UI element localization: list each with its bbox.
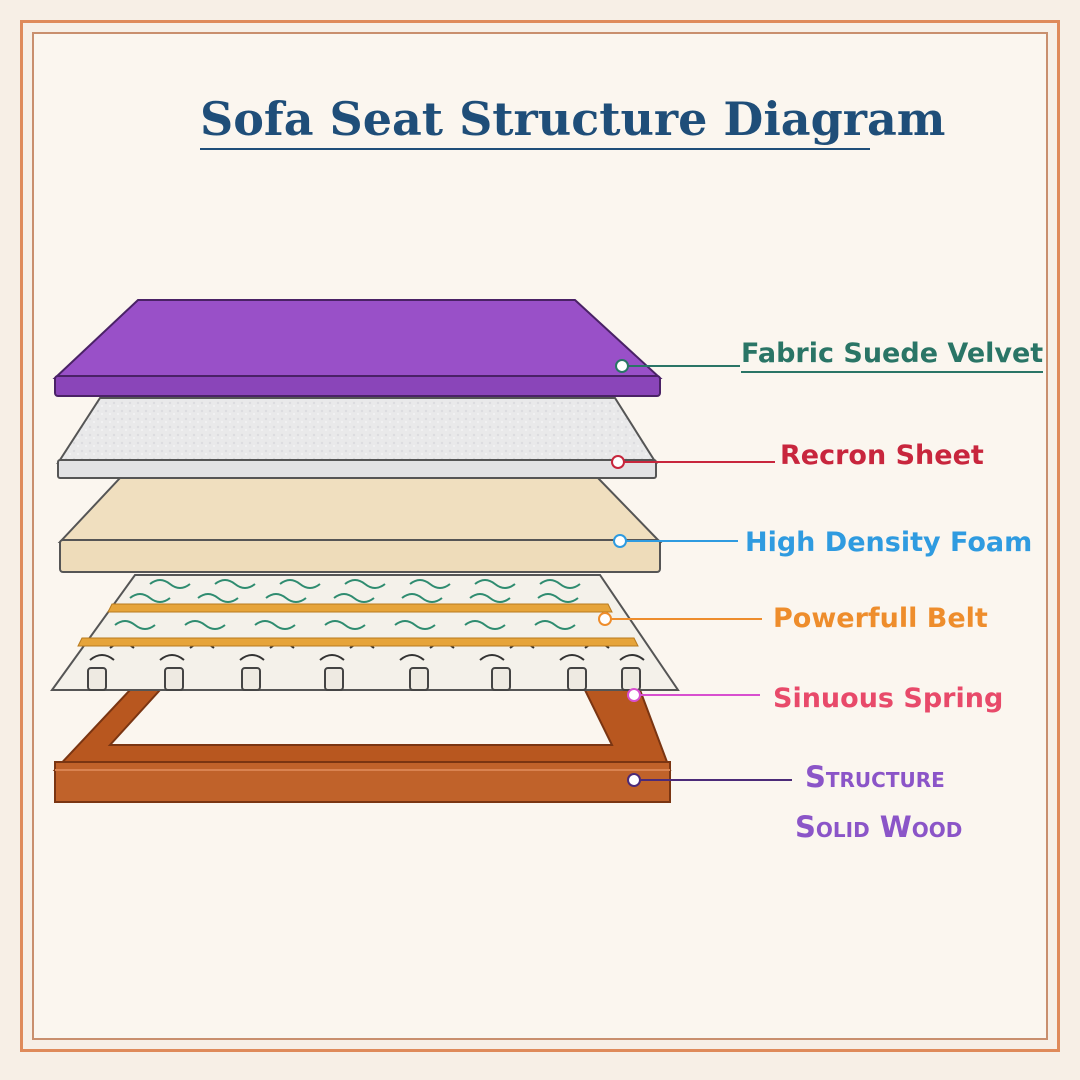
- label-structure: Structure: [805, 760, 945, 794]
- leader-spring: [627, 688, 760, 702]
- spring-layer: [50, 574, 680, 691]
- leader-foam: [613, 534, 738, 548]
- outer-frame: [20, 20, 1060, 1052]
- diagram-title: Sofa Seat Structure Diagram: [200, 92, 946, 146]
- label-powerfull-belt: Powerfull Belt: [773, 603, 988, 634]
- leader-wood: [627, 773, 792, 787]
- label-fabric-suede-velvet: Fabric Suede Velvet: [741, 338, 1044, 373]
- wood-frame: [52, 689, 672, 803]
- title-underline: [200, 148, 870, 150]
- leader-belt: [598, 612, 762, 626]
- leader-recron: [611, 455, 775, 469]
- label-solid-wood: Solid Wood: [795, 810, 963, 844]
- label-high-density-foam: High Density Foam: [745, 527, 1033, 558]
- leader-fabric: [615, 359, 740, 373]
- foam-layer: [57, 477, 663, 573]
- label-sinuous-spring: Sinuous Spring: [773, 683, 1004, 714]
- recron-layer: [56, 397, 658, 479]
- label-recron-sheet: Recron Sheet: [780, 440, 984, 471]
- belt-layer: [77, 603, 639, 647]
- fabric-layer: [52, 299, 663, 397]
